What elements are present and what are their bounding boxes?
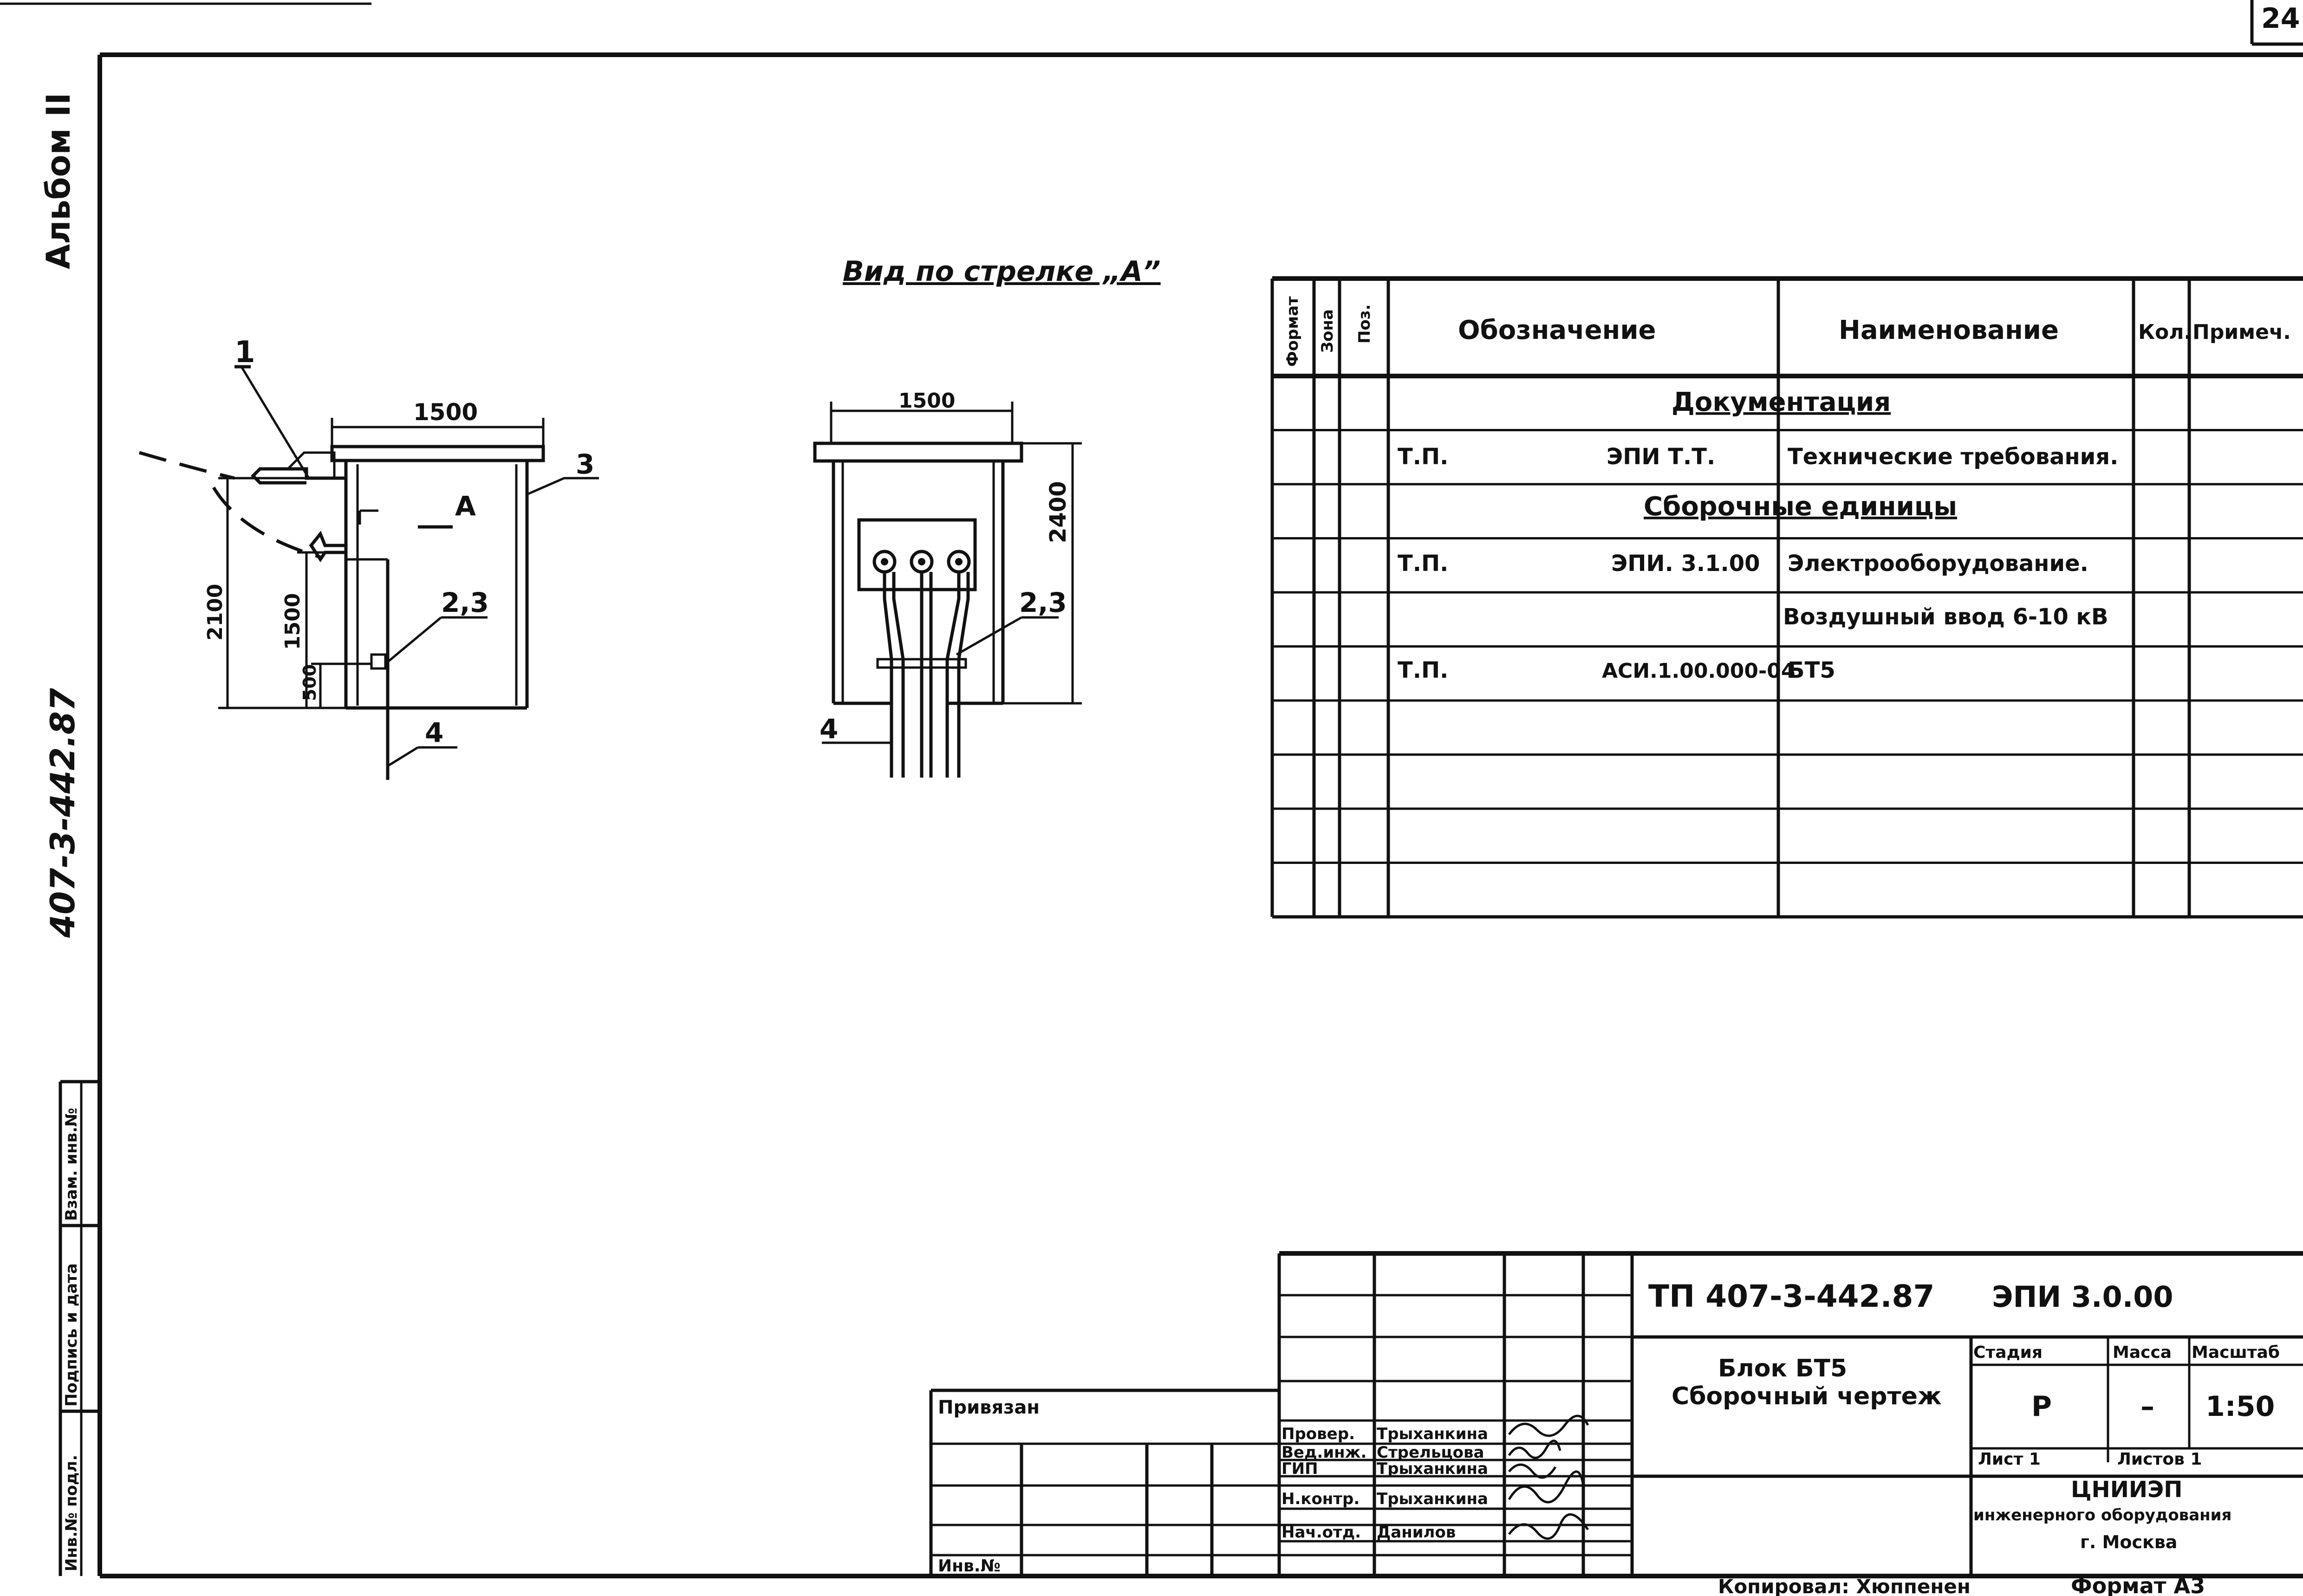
role-3: ГИП [1282,1460,1318,1478]
spec-header-zone: Зона [1318,309,1337,353]
role-5: Нач.отд. [1282,1523,1361,1542]
callout-3: 3 [576,448,594,480]
spec-header-qty: Кол. [2138,320,2192,344]
spec-row-name: Технические требования. [1788,444,2118,470]
signature-marks [1508,1414,1589,1540]
name-4: Трыханкина [1377,1490,1488,1508]
podpis-data-label: Подпись и дата [62,1263,81,1407]
name-3: Трыханкина [1377,1460,1488,1478]
vzam-inv-label: Взам. инв.№ [62,1108,81,1221]
callout-4-front: 4 [820,713,838,745]
copied-by: Копировал: Хюппенен [1718,1575,1971,1596]
role-1: Провер. [1282,1425,1355,1443]
spec-section-assemblies: Сборочные единицы [1644,492,1957,522]
spec-header-format: Формат [1283,296,1302,367]
spec-header-designation: Обозначение [1458,315,1656,345]
album-label: Альбом II [39,93,78,269]
mass-value: – [2140,1390,2154,1423]
mass-header: Масса [2113,1343,2172,1362]
spec-row-prefix: Т.П. [1398,657,1448,683]
org-subtitle: инженерного оборудования [1973,1506,2231,1525]
scale-header: Масштаб [2192,1343,2280,1362]
callout-2-3-front: 2,3 [1019,587,1067,618]
stage-header: Стадия [1973,1343,2043,1362]
front-view [813,402,1082,778]
spec-row-name: БТ5 [1788,657,1835,683]
title-block-grid [929,1251,2303,1576]
left-stamp [59,1080,100,1576]
sheet-number: Лист 1 [1978,1450,2041,1469]
side-height-mid-dim: 1500 [281,593,305,650]
spec-row-designation: ЭПИ. 3.1.00 [1611,551,1760,577]
privyazan-label: Привязан [938,1397,1040,1418]
org-city: г. Москва [2080,1532,2177,1552]
project-number: ТП 407-3-442.87 [1648,1278,1934,1314]
view-title: Вид по стрелке „А” [843,255,1161,288]
spec-header-note: Примеч. [2192,320,2291,344]
inv-no-label: Инв.№ [938,1557,1001,1576]
callout-4-side: 4 [425,717,443,748]
spec-header-name: Наименование [1839,315,2059,345]
document-code: ЭПИ 3.0.00 [1992,1280,2173,1314]
spec-table-grid [1270,276,2303,919]
spec-row-name: Воздушный ввод 6-10 кВ [1783,604,2108,630]
side-height-total-dim: 2100 [203,584,227,641]
stage-value: Р [2031,1390,2052,1423]
spec-row-designation: АСИ.1.00.000-04 [1602,659,1796,683]
name-5: Данилов [1377,1523,1456,1542]
spec-row-prefix: Т.П. [1398,551,1448,577]
role-2: Вед.инж. [1282,1443,1366,1462]
title-line-2: Сборочный чертеж [1672,1382,1942,1410]
inv-podl-label: Инв.№ подл. [62,1455,81,1571]
front-width-dim: 1500 [898,389,955,413]
name-1: Трыханкина [1377,1425,1488,1443]
sheets-total: Листов 1 [2117,1450,2202,1469]
spec-row-prefix: Т.П. [1398,444,1448,470]
callout-2-3-side: 2,3 [441,587,489,618]
side-width-dim: 1500 [413,399,478,426]
callout-1: 1 [234,335,255,370]
front-height-dim: 2400 [1045,481,1071,543]
format-label: Формат А3 [2071,1573,2205,1596]
scale-value: 1:50 [2205,1390,2275,1423]
role-4: Н.контр. [1282,1490,1360,1508]
spec-section-docs: Документация [1672,387,1891,417]
side-height-low-dim: 500 [299,664,320,701]
page-number: 24 [2261,2,2300,35]
spec-row-name: Электрооборудование. [1788,551,2088,577]
spec-row-designation: ЭПИ Т.Т. [1607,444,1715,470]
project-code-vertical: 407-3-442.87 [43,688,82,938]
org-name: ЦНИИЭП [2071,1477,2182,1503]
title-line-1: Блок БТ5 [1718,1355,1847,1382]
spec-header-pos: Поз. [1355,305,1374,344]
side-view [139,365,599,780]
name-2: Стрельцова [1377,1443,1484,1462]
view-arrow-label: A [455,490,476,522]
